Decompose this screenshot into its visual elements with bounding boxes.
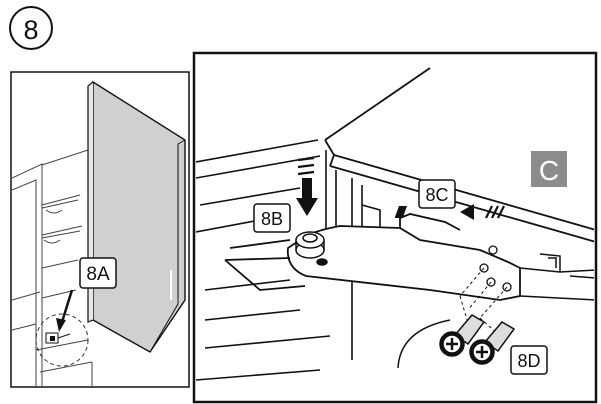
hinge-highlight: [35, 313, 89, 367]
door-slab: [324, 67, 594, 243]
step-number: 8: [23, 15, 38, 45]
screw-icon: [469, 321, 516, 365]
overview-panel: 8A: [10, 71, 190, 388]
callout-8b: 8B: [253, 203, 291, 233]
hinge-bolt: [295, 231, 328, 266]
callout-8a: 8A: [79, 257, 117, 289]
hinge-plate: [224, 213, 521, 301]
refrigerator-body: [12, 149, 93, 386]
arrow-icon: [56, 289, 74, 332]
side-mount: [519, 253, 594, 301]
callout-8d: 8D: [510, 345, 548, 375]
arrow-icon: [394, 204, 505, 220]
callout-8d-label: 8D: [517, 351, 540, 371]
view-badge-label: C: [539, 155, 559, 186]
callout-8b-label: 8B: [261, 209, 283, 229]
screw-icon: [439, 314, 486, 357]
callout-8c: 8C: [418, 179, 456, 209]
detail-panel: 8B 8C 8D C: [192, 51, 598, 404]
callout-8c-label: 8C: [425, 185, 448, 205]
arrow-icon: [296, 156, 318, 216]
view-badge-c: C: [531, 151, 567, 187]
callout-8a-label: 8A: [86, 264, 110, 285]
step-number-badge: 8: [9, 6, 53, 50]
